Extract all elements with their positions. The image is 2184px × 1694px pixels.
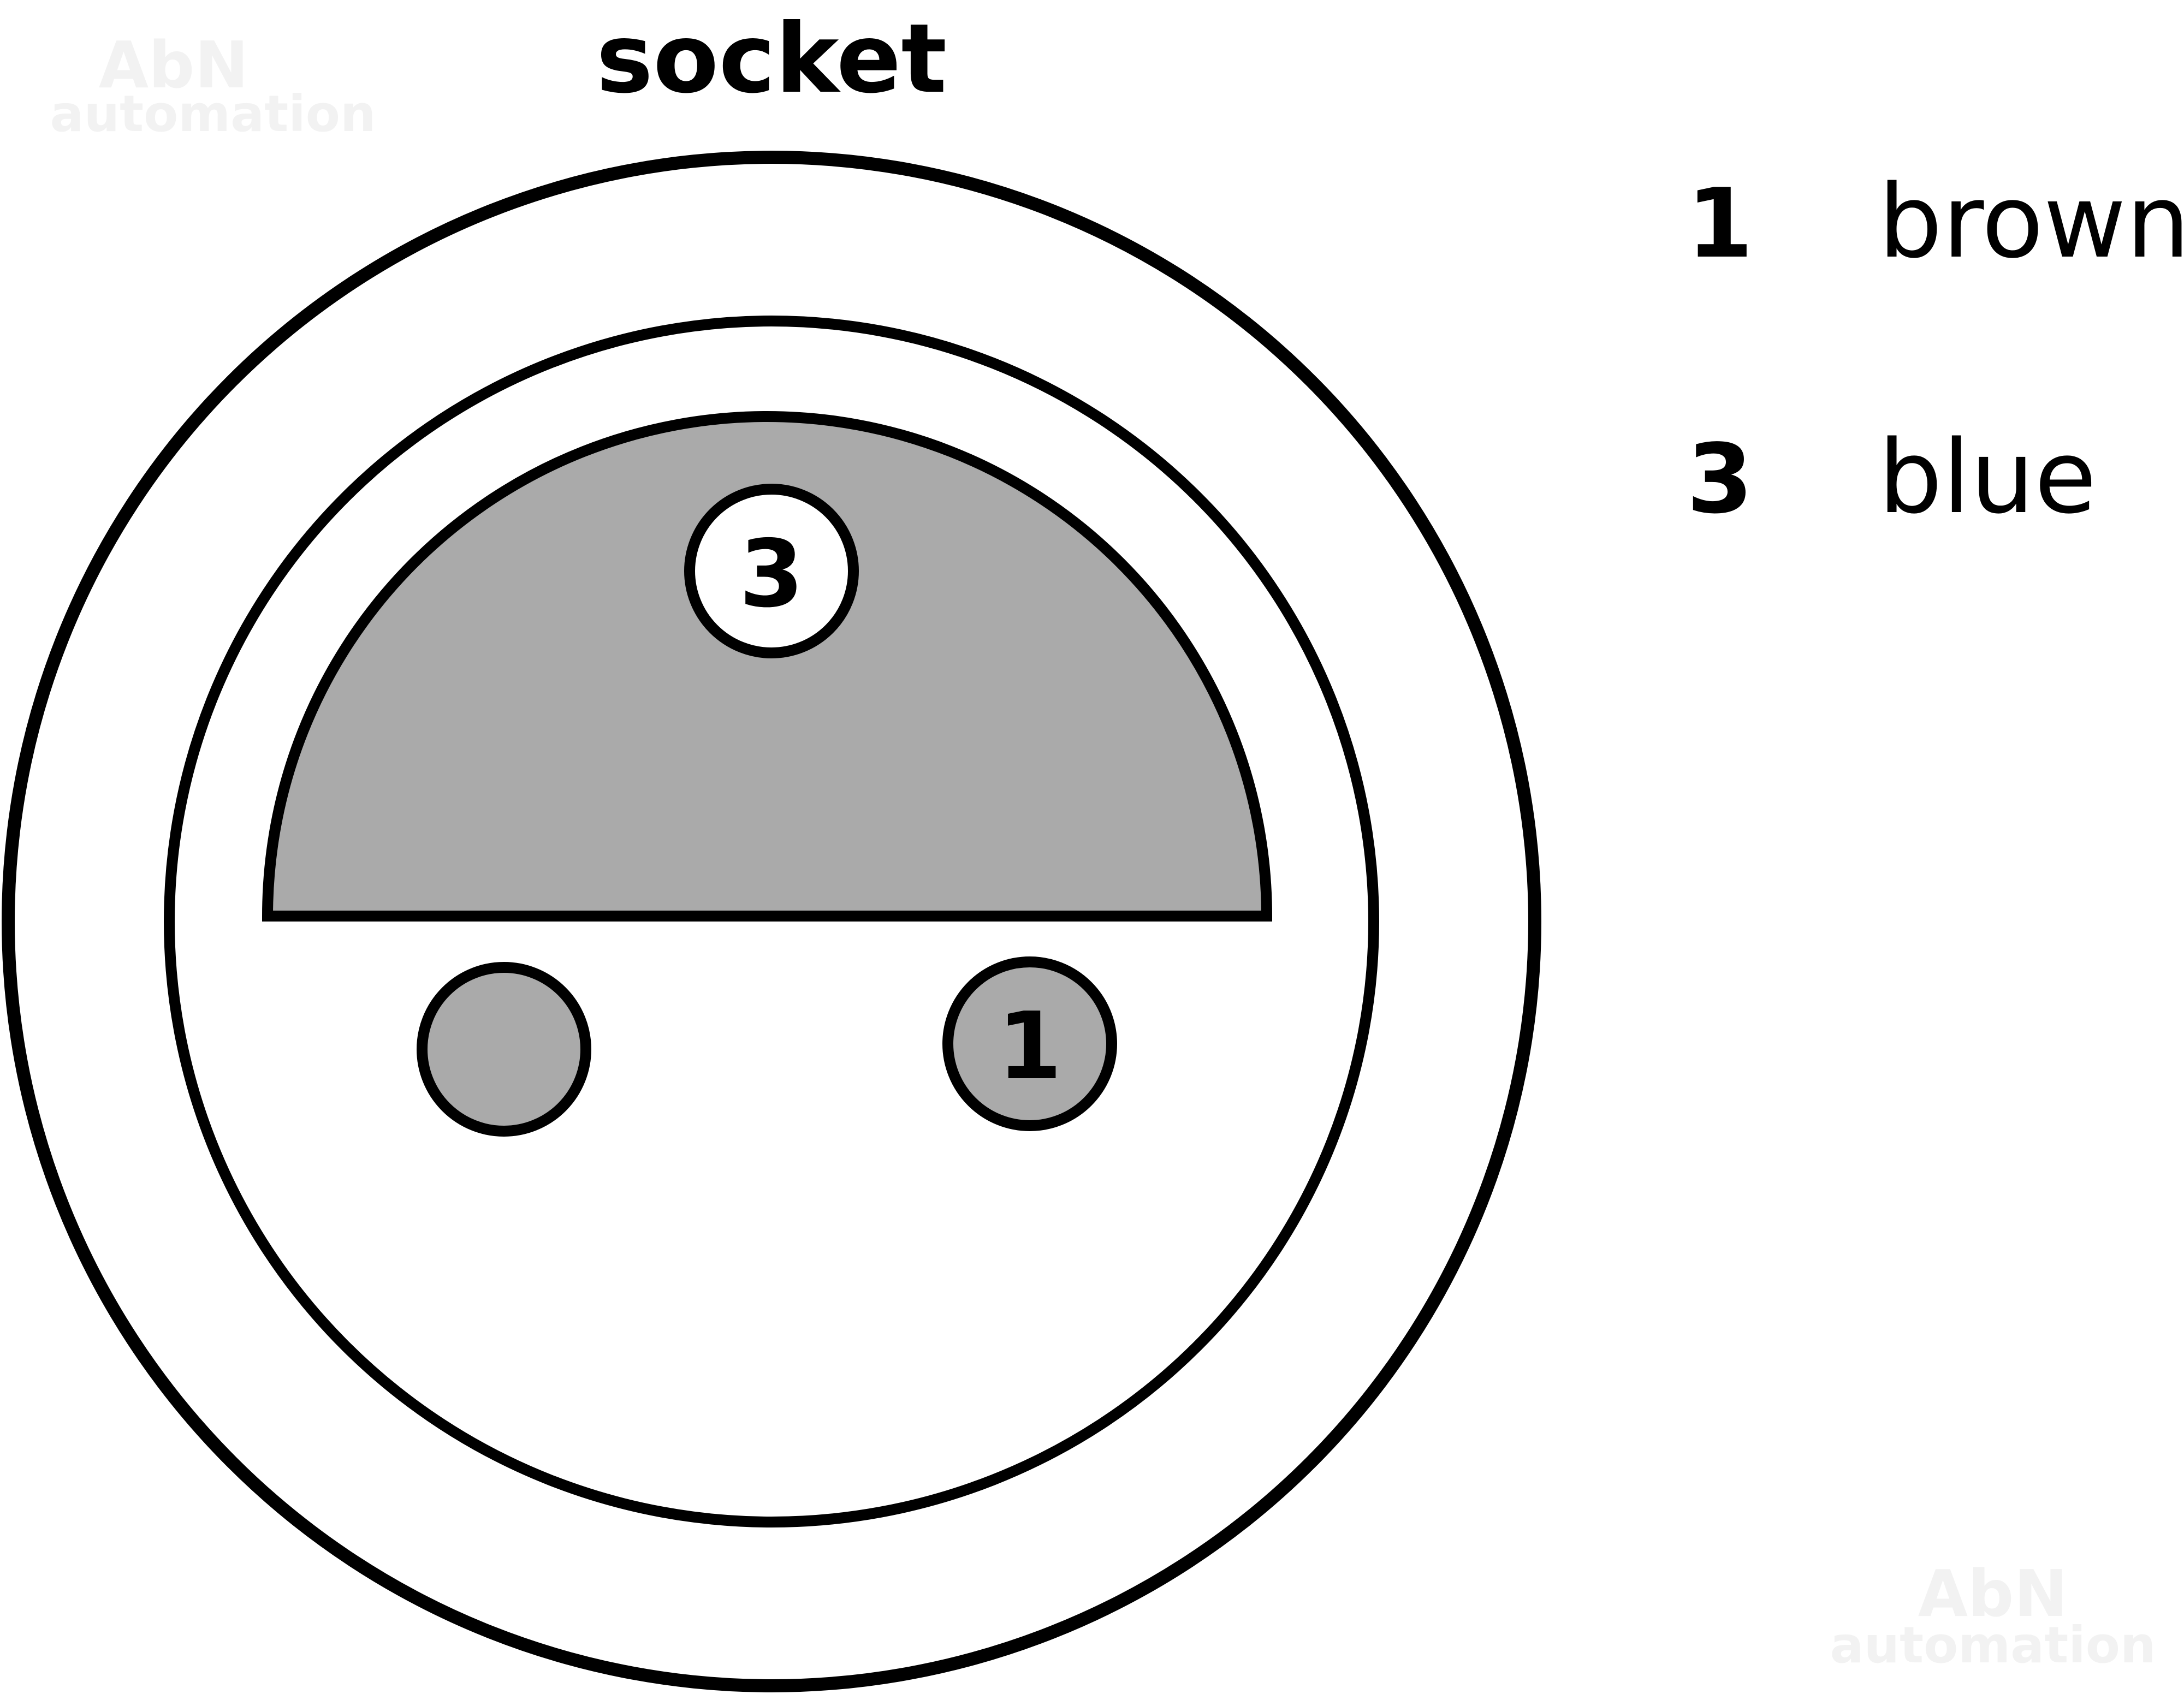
watermark-bottom-right: AbN automation: [1830, 1556, 2156, 1674]
pin-contact: [942, 956, 1117, 1131]
outer-ring: [2, 151, 1541, 1692]
diagram-title: socket: [596, 4, 947, 115]
pin-3: 3: [684, 484, 859, 658]
pin-contact: [684, 484, 859, 658]
watermark-subtitle: automation: [1830, 1616, 2156, 1674]
watermark-brand: AbN: [99, 27, 249, 103]
legend-wire-color: blue: [1878, 418, 2097, 536]
legend-pin-number: 1: [1687, 169, 1753, 280]
watermark-brand: AbN: [1918, 1556, 2068, 1631]
pin-label: 1: [998, 992, 1062, 1101]
wire-color-legend: 1 brown 3 blue: [1687, 163, 2184, 536]
watermark-subtitle: automation: [50, 85, 376, 143]
legend-pin-number: 3: [1687, 424, 1753, 535]
pin-1: 1: [942, 956, 1117, 1131]
legend-entry-1: 1 brown: [1687, 163, 2184, 281]
pin-contact: [417, 962, 591, 1137]
watermark-top-left: AbN automation: [50, 27, 376, 143]
inner-ring: [164, 316, 1379, 1527]
pin-unlabeled: [417, 962, 591, 1137]
legend-entry-3: 3 blue: [1687, 418, 2097, 536]
legend-wire-color: brown: [1878, 163, 2184, 281]
pin-label: 3: [739, 520, 804, 628]
coding-insert: [262, 411, 1273, 922]
